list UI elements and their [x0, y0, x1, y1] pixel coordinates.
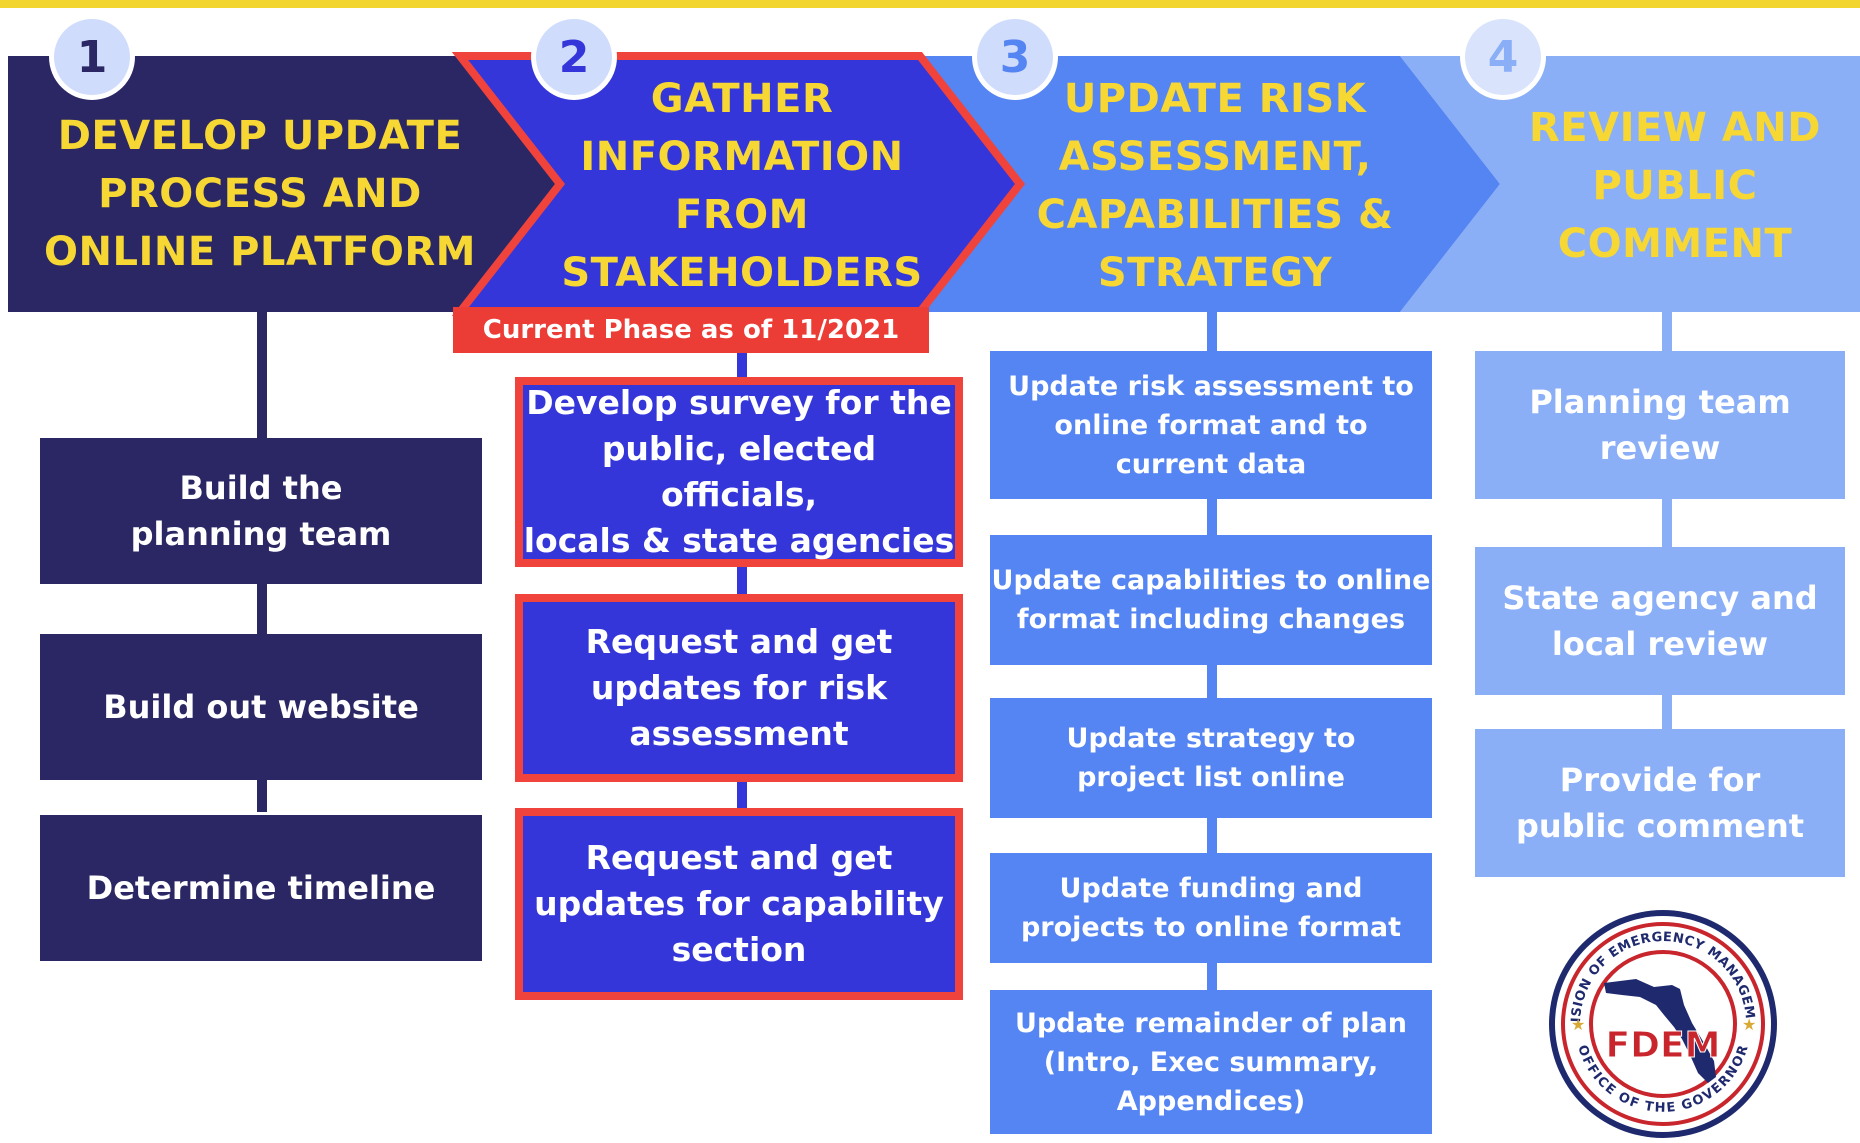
phase-2-connector: [737, 350, 747, 810]
phase-1-step-2: Build out website: [40, 634, 482, 780]
phase-3-step-3: Update strategy to project list online: [990, 698, 1432, 818]
phase-4-step-2: State agency and local review: [1475, 547, 1845, 695]
phase-2-step-3: Request and get updates for capability s…: [515, 808, 963, 1000]
phase-1-arrow: [8, 56, 560, 312]
step-text: Planning team review: [1529, 383, 1791, 467]
phase-3-arrow: [920, 56, 1500, 312]
top-banner-stripe: [0, 0, 1860, 8]
step-text: Update funding and projects to online fo…: [1020, 873, 1402, 943]
step-text: Update remainder of plan (Intro, Exec su…: [1015, 1007, 1407, 1117]
phase-4-number: 4: [1465, 19, 1541, 95]
phase-4-arrow: [1400, 56, 1860, 312]
phase-1-step-1: Build the planning team: [40, 438, 482, 584]
current-phase-label: Current Phase as of 11/2021: [453, 307, 929, 353]
phase-2-step-1: Develop survey for the public, elected o…: [515, 377, 963, 567]
step-text: Update risk assessment to online format …: [1008, 370, 1414, 480]
phase-4-step-3: Provide for public comment: [1475, 729, 1845, 877]
phase-2-step-2: Request and get updates for risk assessm…: [515, 594, 963, 782]
step-text: Request and get updates for capability s…: [534, 838, 944, 969]
phase-3-step-5: Update remainder of plan (Intro, Exec su…: [990, 990, 1432, 1134]
star-icon: ★: [1742, 1015, 1756, 1034]
phase-3-number-badge: 3: [972, 14, 1058, 100]
phase-1-title: DEVELOP UPDATE PROCESS AND ONLINE PLATFO…: [44, 113, 476, 275]
step-text: Update strategy to project list online: [1066, 723, 1356, 793]
phase-3-number: 3: [977, 19, 1053, 95]
step-text: Request and get updates for risk assessm…: [585, 622, 893, 753]
phase-3-step-1: Update risk assessment to online format …: [990, 351, 1432, 499]
star-icon: ★: [1571, 1015, 1585, 1034]
phase-3-step-2: Update capabilities to online format inc…: [990, 535, 1432, 665]
phase-4-number-badge: 4: [1460, 14, 1546, 100]
step-text: State agency and local review: [1502, 579, 1818, 663]
step-text: Develop survey for the public, elected o…: [523, 383, 955, 560]
phase-1-number-badge: 1: [49, 14, 135, 100]
step-text: Update capabilities to online format inc…: [991, 565, 1431, 635]
phase-1-step-3: Determine timeline: [40, 815, 482, 961]
florida-map-icon: [1604, 979, 1716, 1083]
step-text: Provide for public comment: [1515, 761, 1805, 845]
step-text: Build the planning team: [130, 469, 392, 553]
phase-2-number-badge: 2: [531, 14, 617, 100]
phase-4-connector: [1662, 312, 1672, 742]
step-text: Build out website: [103, 688, 419, 726]
phase-arrows: [8, 52, 1860, 316]
phase-2-title: GATHER INFORMATION FROM STAKEHOLDERS: [561, 76, 923, 296]
phase-1-number: 1: [54, 19, 130, 95]
phase-3-title: UPDATE RISK ASSESSMENT, CAPABILITIES & S…: [1036, 76, 1394, 296]
step-text: Determine timeline: [86, 869, 436, 907]
phase-4-title: REVIEW AND PUBLIC COMMENT: [1529, 105, 1821, 267]
phase-3-step-4: Update funding and projects to online fo…: [990, 853, 1432, 963]
phase-2-number: 2: [536, 19, 612, 95]
seal-acronym: FDEM: [1606, 1025, 1721, 1066]
fdem-seal-logo: DIVISION OF EMERGENCY MANAGEMENT OFFICE …: [1544, 905, 1777, 1138]
phase-4-step-1: Planning team review: [1475, 351, 1845, 499]
